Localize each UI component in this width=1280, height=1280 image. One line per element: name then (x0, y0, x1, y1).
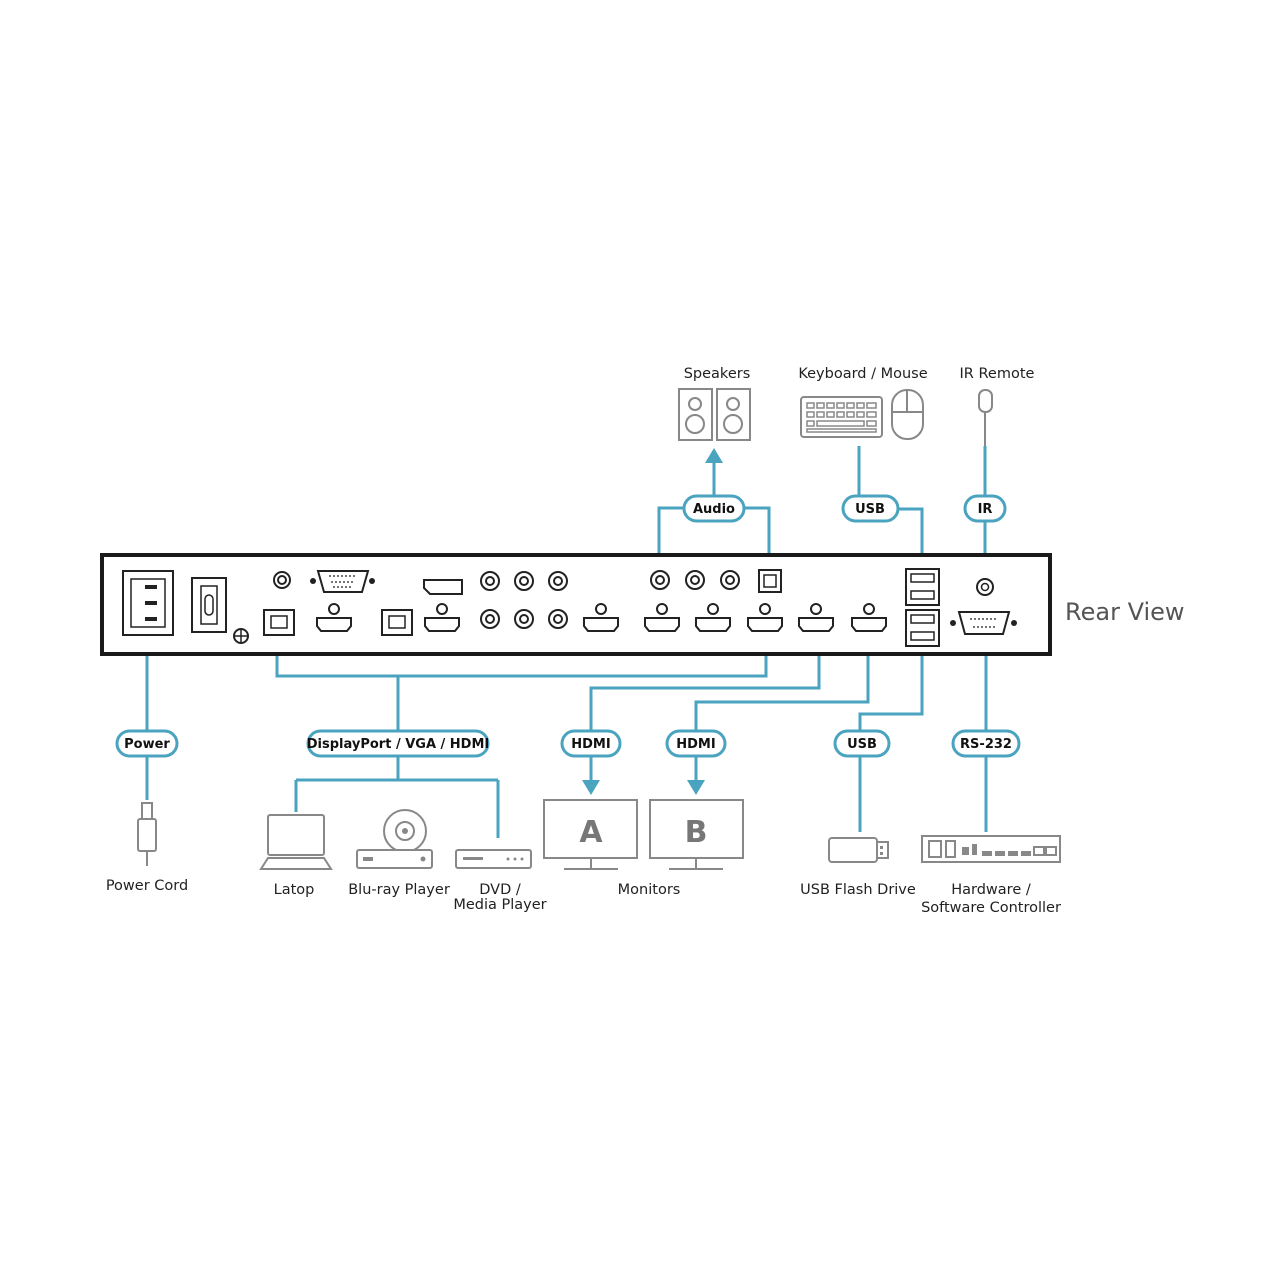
rear-panel (100, 553, 1052, 656)
cables (145, 446, 995, 838)
laptop-icon (259, 814, 333, 870)
controller-label-line2: Software Controller (921, 900, 1061, 916)
hdmi-ports[interactable] (316, 603, 887, 632)
monitors-label: Monitors (618, 882, 681, 898)
usb-b-port-1[interactable] (263, 609, 295, 636)
power-switch[interactable] (191, 577, 227, 633)
hdmi-b-connection-label: HDMI (676, 737, 715, 752)
ir-connection-label: IR (978, 502, 993, 517)
monitor-b-icon: B (649, 799, 744, 870)
dvd-player-icon (455, 849, 532, 869)
audio-jacks-1[interactable] (480, 571, 568, 629)
ir-remote-label: IR Remote (960, 366, 1035, 382)
bluray-player-label: Blu-ray Player (348, 882, 450, 898)
power-cord-icon (137, 802, 157, 866)
speakers-label: Speakers (684, 366, 751, 382)
mouse-icon (891, 389, 924, 440)
hdmi-a-connection-label: HDMI (571, 737, 610, 752)
rear-view-label: Rear View (1065, 598, 1185, 626)
audio-connection-label: Audio (693, 502, 735, 517)
usb-a-ports[interactable] (905, 568, 940, 647)
ir-remote-icon (978, 389, 993, 446)
audio-jacks-2[interactable] (650, 570, 740, 590)
optical-audio-port[interactable] (758, 569, 782, 593)
usb-out-connection-label: USB (847, 737, 877, 752)
monitor-b-letter: B (685, 815, 708, 850)
controller-icon (921, 835, 1061, 863)
bluray-player-icon (356, 809, 433, 869)
usb-flash-drive-label: USB Flash Drive (800, 882, 916, 898)
laptop-label: Latop (274, 882, 315, 898)
ir-jack[interactable] (976, 578, 994, 596)
usb-flash-drive-icon (828, 837, 889, 863)
power-cord-label: Power Cord (106, 878, 188, 894)
dvd-player-label-line1: DVD / (479, 882, 521, 898)
dvd-player-label-line2: Media Player (453, 897, 546, 913)
keyboard-icon (800, 396, 883, 438)
displayport-input-port[interactable] (423, 579, 463, 595)
rs232-port[interactable] (957, 611, 1011, 635)
video-input-connection-label: DisplayPort / VGA / HDMI (307, 737, 490, 752)
usb-b-port-2[interactable] (381, 609, 413, 636)
rs232-connection-label: RS-232 (960, 737, 1012, 752)
monitor-a-icon: A (543, 799, 638, 870)
monitor-a-letter: A (579, 815, 603, 850)
speakers-icon (678, 388, 751, 441)
power-connection-label: Power (124, 737, 170, 752)
usb-in-connection-label: USB (855, 502, 885, 517)
keyboard-mouse-label: Keyboard / Mouse (798, 366, 927, 382)
controller-label-line1: Hardware / (951, 882, 1031, 898)
connection-labels: Power DisplayPort / VGA / HDMI HDMI HDMI… (115, 494, 1021, 758)
